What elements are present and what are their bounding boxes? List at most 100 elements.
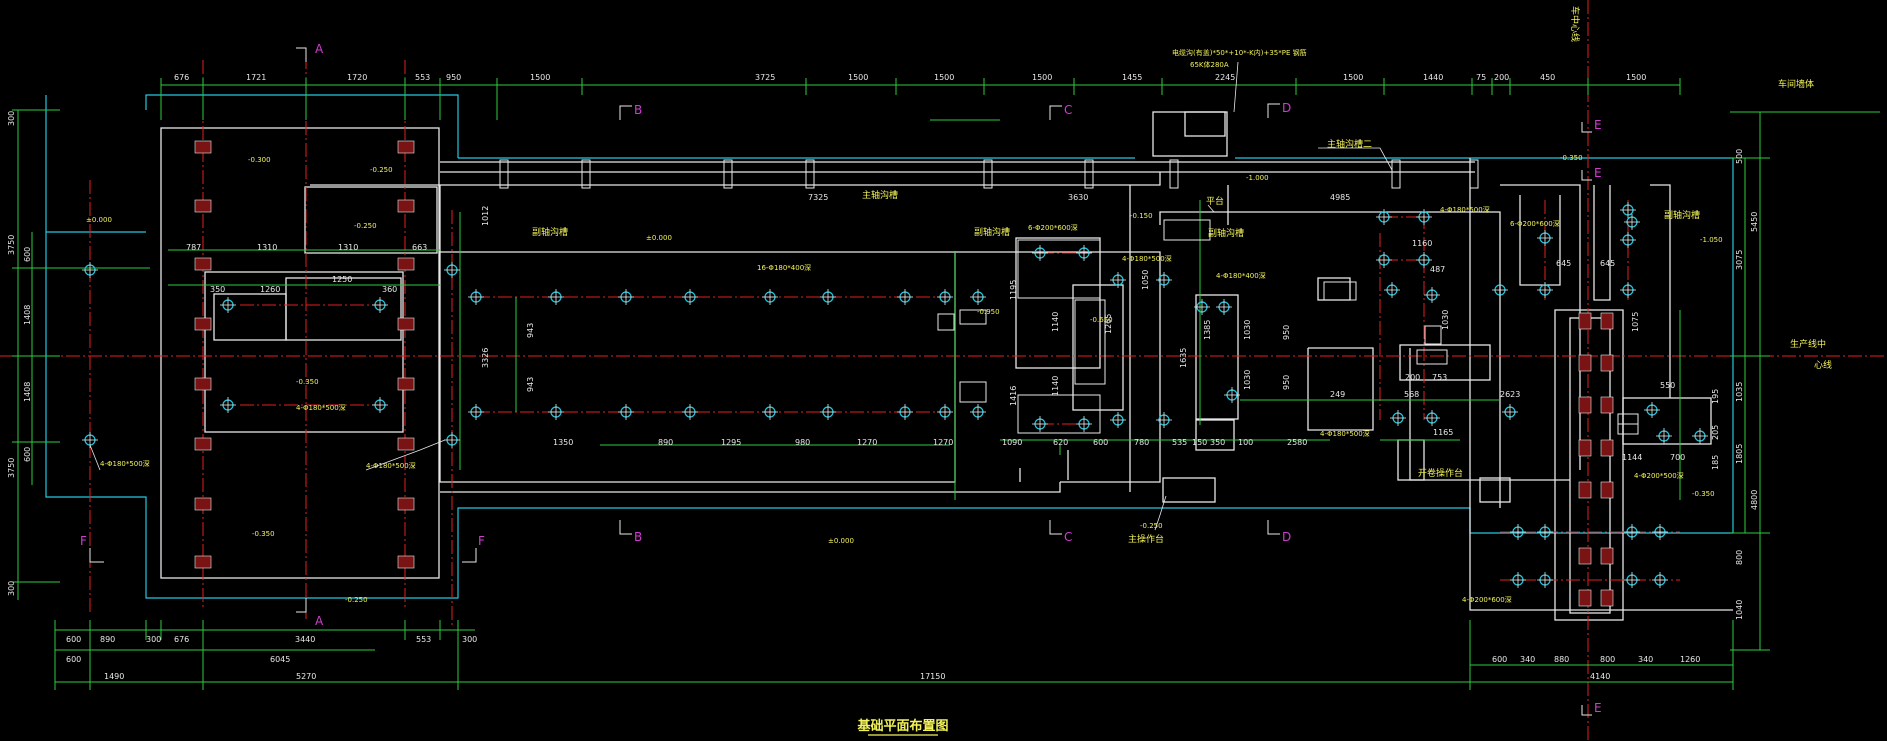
label-bolt-2: 4-Φ180*500深 [366,461,416,470]
label-trench-right: 副轴沟槽 [1664,209,1700,221]
dim-m-12: 780 [1134,438,1149,447]
dim-m-9: 1090 [1002,438,1022,447]
bolt-holes [82,202,1708,588]
dim-top-1: 1721 [246,73,266,82]
dim-m-22: 753 [1432,373,1447,382]
dim-b1-1: 890 [100,635,115,644]
label-bolt-6: 4-Φ180*400深 [1216,271,1266,280]
label-center-line-v: 车中心线 [1569,6,1581,42]
section-E-bottom: E [1594,701,1602,715]
dim-m-47: 1030 [1243,370,1252,390]
drawing-title: 基础平面布置图 [856,718,948,734]
dim-br-1: 340 [1520,655,1535,664]
level-3: -0.250 [354,222,377,230]
dim-top-14: 75 [1476,73,1486,82]
dim-m-56: 1144 [1622,453,1642,462]
dim-br-0: 600 [1492,655,1507,664]
dim-m-2: 3326 [481,348,490,368]
dim-m-8: 1270 [933,438,953,447]
label-workshop-wall: 车间墙体 [1778,78,1814,90]
dim-m-40: 1050 [1141,270,1150,290]
dim-m-54: 550 [1660,381,1675,390]
dim-m-18: 249 [1330,390,1345,399]
dim-m-46: 1030 [1243,320,1252,340]
dim-m-1: 943 [526,377,535,392]
bottom-dimension-texts: 600 890 300 676 3440 553 300 600 6045 14… [66,635,1700,681]
section-F-right: F [478,534,485,548]
dim-top-4: 950 [446,73,461,82]
dim-b2-1: 6045 [270,655,290,664]
label-bolt-4: 6-Φ200*600深 [1028,223,1078,232]
dim-m-11: 600 [1093,438,1108,447]
dim-m-21: 200 [1405,373,1420,382]
label-bolt-9: 4-Φ200*600深 [1462,595,1512,604]
level-16: -0.350 [1692,490,1715,498]
label-bolt-11: 4-Φ180*500深 [1320,429,1370,438]
dim-b1-4: 3440 [295,635,315,644]
dim-top-0: 676 [174,73,189,82]
dim-br-3: 800 [1600,655,1615,664]
dim-top-15: 200 [1494,73,1509,82]
top-dimension-texts: 676 1721 1720 553 950 1500 3725 1500 150… [174,73,1646,82]
dim-m-7: 1270 [857,438,877,447]
dim-top-12: 1500 [1343,73,1363,82]
dim-m-13: 535 [1172,438,1187,447]
interior-dimension-texts: 943 943 3326 1350 890 1295 980 1270 1270… [186,193,1685,462]
dim-r-1: 3075 [1735,250,1744,270]
dim-m-37: 1416 [1009,386,1018,406]
level-4: -0.350 [296,378,319,386]
dim-r-4: 1805 [1735,444,1744,464]
label-trench-main-2: 主轴沟槽二 [1327,138,1372,150]
dim-m-19: 568 [1404,390,1419,399]
dim-m-34: 3630 [1068,193,1088,202]
dim-m-36: 1195 [1009,280,1018,300]
right-dimension-texts: 500 3075 5450 1035 1805 195 205 185 4800… [1711,149,1759,620]
dim-m-48: 1160 [1412,239,1432,248]
dim-m-3: 1350 [553,438,573,447]
anchor-blocks [194,140,1614,607]
level-13: -1.050 [1700,236,1723,244]
dim-m-5: 1295 [721,438,741,447]
dim-m-0: 943 [526,323,535,338]
level-14: -0.250 [345,596,368,604]
dim-m-30: 1260 [260,285,280,294]
label-platform-2: 主操作台 [1128,533,1164,545]
leader-lines [89,61,1393,531]
dim-top-7: 1500 [848,73,868,82]
dim-m-41: 1265 [1104,314,1113,334]
dim-top-16: 450 [1540,73,1555,82]
dim-m-50: 1030 [1441,310,1450,330]
dim-m-16: 100 [1238,438,1253,447]
dim-b2-0: 600 [66,655,81,664]
dim-m-4: 890 [658,438,673,447]
dim-m-14: 150 [1192,438,1207,447]
level-7: -0.950 [977,308,1000,316]
dim-r-7: 185 [1711,455,1720,470]
dim-m-33: 7325 [808,193,828,202]
dim-top-2: 1720 [347,73,367,82]
dim-m-27: 663 [412,243,427,252]
dim-r-0: 500 [1735,149,1744,164]
level-2: ±0.000 [86,216,112,224]
dim-m-39: 1140 [1051,376,1060,396]
section-markers [89,47,1592,716]
label-top-note-2: 65K体280A [1190,60,1229,69]
label-top-note: 电缆沟(有盖)*50*+10*-K内)+35*PE 钢筋 [1172,48,1307,57]
label-bolt-7: 6-Φ200*600深 [1510,219,1560,228]
dim-m-42: 1635 [1179,348,1188,368]
dim-br-5: 1260 [1680,655,1700,664]
dim-m-38: 1140 [1051,312,1060,332]
dim-top-5: 1500 [530,73,550,82]
section-E-mid: E [1594,166,1602,180]
dim-top-11: 2245 [1215,73,1235,82]
dim-top-3: 553 [415,73,430,82]
level-10: -1.000 [1246,174,1269,182]
dim-m-43: 1385 [1203,320,1212,340]
dim-m-26: 1310 [338,243,358,252]
label-bolt-8: 4-Φ200*500深 [1634,471,1684,480]
dim-l-7: 300 [7,581,16,596]
dim-r-2: 5450 [1750,212,1759,232]
dim-br-4: 340 [1638,655,1653,664]
dim-m-53: 1075 [1631,312,1640,332]
